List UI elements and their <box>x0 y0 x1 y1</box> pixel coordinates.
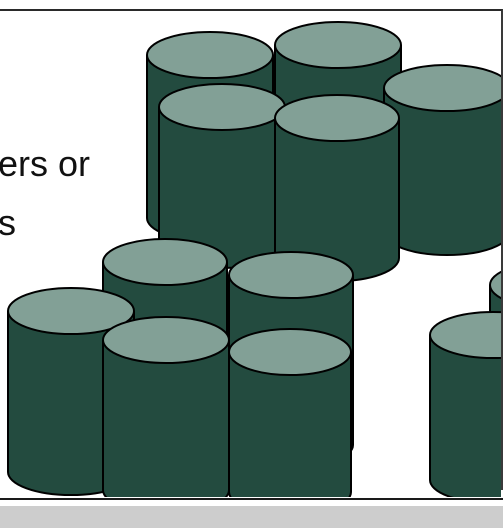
cylinder <box>103 317 229 513</box>
cylinder <box>229 329 351 515</box>
cylinder <box>384 65 503 255</box>
cylinder <box>430 312 503 503</box>
slide-bottom-border <box>0 498 503 500</box>
bottom-band <box>0 506 503 528</box>
